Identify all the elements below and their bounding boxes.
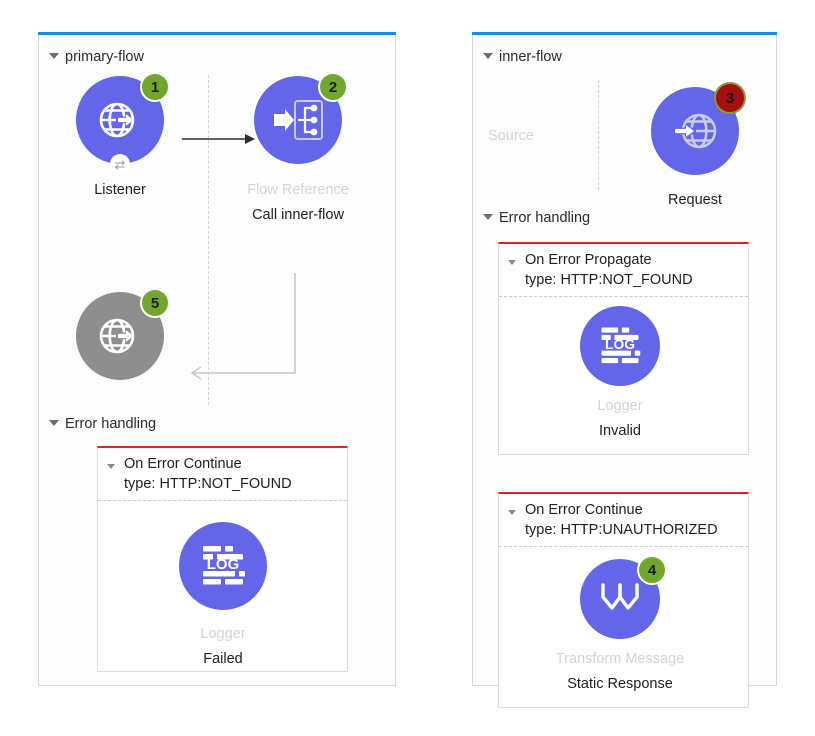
http-listener-response-icon xyxy=(99,318,135,354)
error-handling-label: Error handling xyxy=(499,210,591,226)
node-label-invalid: Invalid xyxy=(599,423,641,439)
badge-4[interactable]: 4 xyxy=(637,555,667,585)
error-scope-title: On Error Propagate xyxy=(525,252,652,268)
badge-2[interactable]: 2 xyxy=(318,72,348,102)
collapse-triangle-icon[interactable] xyxy=(508,260,516,265)
error-scope-header[interactable]: On Error Continue type: HTTP:UNAUTHORIZE… xyxy=(499,494,748,548)
flow-title-inner-flow[interactable]: inner-flow xyxy=(483,49,562,65)
node-listener[interactable]: 1 ⇄ Listener xyxy=(76,72,170,198)
http-listener-icon xyxy=(99,102,135,138)
node-flow-reference[interactable]: 2 Flow Reference Call inner-flow xyxy=(247,72,349,223)
panel-selection-bar xyxy=(38,32,396,35)
flow-title-text: inner-flow xyxy=(499,49,562,65)
node-label-listener: Listener xyxy=(94,182,146,198)
flow-panel-primary-flow[interactable]: primary-flow xyxy=(38,32,396,686)
badge-number: 4 xyxy=(647,561,657,579)
http-request-icon xyxy=(674,113,717,149)
collapse-triangle-icon[interactable] xyxy=(483,53,493,60)
connector-flowref-to-response xyxy=(190,273,296,380)
error-scope-header[interactable]: On Error Continue type: HTTP:NOT_FOUND xyxy=(98,448,347,502)
error-scope-on-error-continue-inner[interactable]: On Error Continue type: HTTP:UNAUTHORIZE… xyxy=(498,492,749,708)
error-scope-on-error-propagate[interactable]: On Error Propagate type: HTTP:NOT_FOUND xyxy=(498,242,749,455)
logger-icon: LOG xyxy=(601,327,641,364)
node-type-label-transform-message: Transform Message xyxy=(555,651,685,667)
error-scope-type: type: HTTP:NOT_FOUND xyxy=(124,475,292,492)
collapse-triangle-icon[interactable] xyxy=(483,214,493,221)
error-scope-on-error-continue-primary[interactable]: On Error Continue type: HTTP:NOT_FOUND xyxy=(97,446,348,672)
node-label-call-inner-flow: Call inner-flow xyxy=(252,207,344,223)
source-separator-dashed-line xyxy=(598,80,599,190)
collapse-triangle-icon[interactable] xyxy=(49,53,59,60)
node-type-label-flow-reference: Flow Reference xyxy=(247,182,349,198)
collapse-triangle-icon[interactable] xyxy=(508,510,516,515)
transform-message-icon xyxy=(601,583,639,610)
error-scope-title: On Error Continue xyxy=(124,456,242,472)
node-type-label-logger: Logger xyxy=(597,398,643,414)
badge-number: 1 xyxy=(150,78,160,96)
badge-number: 5 xyxy=(150,294,160,312)
node-label-static-response: Static Response xyxy=(567,676,673,692)
node-type-label-logger: Logger xyxy=(200,626,246,642)
error-scope-type: type: HTTP:NOT_FOUND xyxy=(525,271,693,288)
listener-exchange-icon: ⇄ xyxy=(110,154,130,174)
source-separator-dashed-line xyxy=(208,75,209,405)
source-placeholder-label[interactable]: Source xyxy=(488,128,534,144)
error-handling-header-inner[interactable]: Error handling xyxy=(483,210,590,226)
badge-number: 2 xyxy=(328,78,338,96)
error-scope-header[interactable]: On Error Propagate type: HTTP:NOT_FOUND xyxy=(499,244,748,298)
node-label-failed: Failed xyxy=(203,651,243,667)
logger-circle[interactable]: LOG xyxy=(580,306,660,386)
node-http-request[interactable]: 3 Request xyxy=(651,82,746,208)
flow-title-primary-flow[interactable]: primary-flow xyxy=(49,49,144,65)
panel-selection-bar xyxy=(472,32,777,35)
error-scope-title: On Error Continue xyxy=(525,502,643,518)
node-logger-invalid[interactable]: LOG Logger Invalid xyxy=(580,306,660,439)
collapse-triangle-icon[interactable] xyxy=(49,420,59,427)
node-logger-failed[interactable]: LOG Logger Failed xyxy=(179,522,267,667)
logger-icon: LOG xyxy=(203,546,245,585)
logger-circle[interactable]: LOG xyxy=(179,522,267,610)
svg-text:LOG: LOG xyxy=(605,336,635,352)
badge-number: 3 xyxy=(725,89,735,107)
connector-listener-to-flowref xyxy=(182,134,255,144)
collapse-triangle-icon[interactable] xyxy=(107,464,115,469)
node-label-request: Request xyxy=(667,192,722,208)
badge-1[interactable]: 1 xyxy=(140,72,170,102)
error-handling-header-primary[interactable]: Error handling xyxy=(49,416,156,432)
flow-panel-inner-flow[interactable]: inner-flow Source xyxy=(472,32,777,708)
node-listener-response[interactable]: 5 xyxy=(76,288,170,380)
flow-reference-icon xyxy=(274,100,323,140)
flow-title-text: primary-flow xyxy=(65,49,144,65)
badge-3[interactable]: 3 xyxy=(714,82,746,114)
error-handling-label: Error handling xyxy=(65,416,157,432)
badge-5[interactable]: 5 xyxy=(140,288,170,318)
svg-text:LOG: LOG xyxy=(207,556,240,573)
node-transform-message[interactable]: 4 Transform Message Static Response xyxy=(556,555,684,692)
error-scope-type: type: HTTP:UNAUTHORIZED xyxy=(525,521,718,538)
